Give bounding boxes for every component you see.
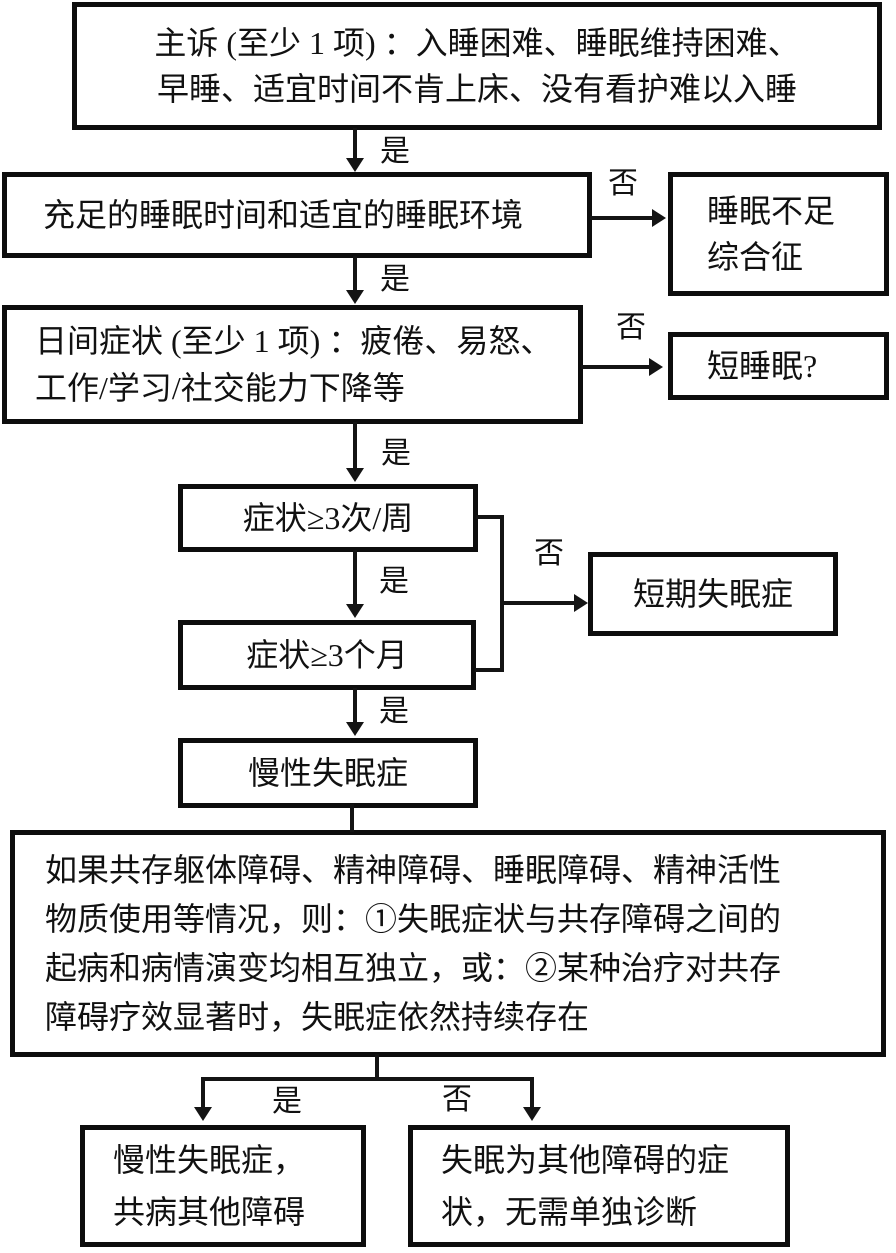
connector-branch-horizontal-line bbox=[201, 1077, 534, 1081]
node-chronic-insomnia-comorbid: 慢性失眠症， 共病其他障碍 bbox=[80, 1125, 366, 1247]
node-chief-complaint: 主诉 (至少 1 项) ：入睡困难、睡眠维持困难、 早睡、适宜时间不肯上床、没有… bbox=[72, 2, 882, 130]
connector-env-no-line bbox=[590, 216, 654, 220]
edge-label-yes-3: 是 bbox=[381, 437, 411, 470]
connector-branch-yes-line bbox=[201, 1079, 205, 1109]
arrowhead-down-icon bbox=[346, 290, 364, 304]
connector-complaint-to-env-line bbox=[353, 128, 357, 162]
arrowhead-right-icon bbox=[649, 358, 663, 376]
edge-label-yes-4: 是 bbox=[379, 565, 409, 598]
node-short-term-insomnia: 短期失眠症 bbox=[588, 552, 838, 636]
arrowhead-down-icon bbox=[346, 722, 364, 736]
edge-label-no-2: 否 bbox=[616, 311, 646, 344]
edge-label-no-3: 否 bbox=[534, 537, 564, 570]
connector-env-to-daytime-line bbox=[353, 256, 357, 292]
connector-daytime-to-freq-line bbox=[353, 422, 357, 470]
edge-label-no-4: 否 bbox=[442, 1083, 472, 1116]
connector-chronic-to-comorbid-line bbox=[350, 804, 354, 832]
node-comorbid-criteria: 如果共存躯体障碍、精神障碍、睡眠障碍、精神活性 物质使用等情况，则：①失眠症状与… bbox=[10, 830, 886, 1057]
bracket-top-line bbox=[476, 515, 504, 519]
connector-daytime-no-line bbox=[581, 365, 651, 369]
connector-comorbid-stub-line bbox=[375, 1054, 379, 1079]
arrowhead-down-icon bbox=[346, 158, 364, 172]
edge-label-yes-6: 是 bbox=[272, 1085, 302, 1118]
bracket-vertical-line bbox=[500, 515, 504, 672]
arrowhead-right-icon bbox=[652, 209, 666, 227]
connector-criteria-no-line bbox=[502, 601, 576, 605]
node-short-sleeper: 短睡眠? bbox=[668, 332, 889, 400]
node-insufficient-sleep-syndrome: 睡眠不足 综合征 bbox=[668, 172, 889, 296]
node-daytime-symptoms: 日间症状 (至少 1 项) ：疲倦、易怒、 工作/学习/社交能力下降等 bbox=[2, 305, 583, 424]
arrowhead-down-icon bbox=[194, 1107, 212, 1121]
node-symptoms-3-per-week: 症状≥3次/周 bbox=[178, 484, 478, 552]
edge-label-no-1: 否 bbox=[608, 167, 638, 200]
connector-duration-to-chronic-line bbox=[353, 688, 357, 724]
connector-freq-to-duration-line bbox=[353, 550, 357, 606]
edge-label-yes-1: 是 bbox=[380, 135, 410, 168]
node-chronic-insomnia: 慢性失眠症 bbox=[178, 738, 478, 808]
arrowhead-down-icon bbox=[523, 1107, 541, 1121]
node-symptoms-3-months: 症状≥3个月 bbox=[178, 620, 476, 690]
edge-label-yes-5: 是 bbox=[379, 695, 409, 728]
bracket-bottom-line bbox=[475, 668, 504, 672]
arrowhead-right-icon bbox=[574, 594, 588, 612]
node-insomnia-symptom-of-other: 失眠为其他障碍的症 状，无需单独诊断 bbox=[408, 1125, 790, 1247]
edge-label-yes-2: 是 bbox=[380, 263, 410, 296]
connector-branch-no-line bbox=[530, 1079, 534, 1109]
arrowhead-down-icon bbox=[346, 468, 364, 482]
arrowhead-down-icon bbox=[346, 604, 364, 618]
node-sleep-time-environment: 充足的睡眠时间和适宜的睡眠环境 bbox=[2, 172, 592, 258]
